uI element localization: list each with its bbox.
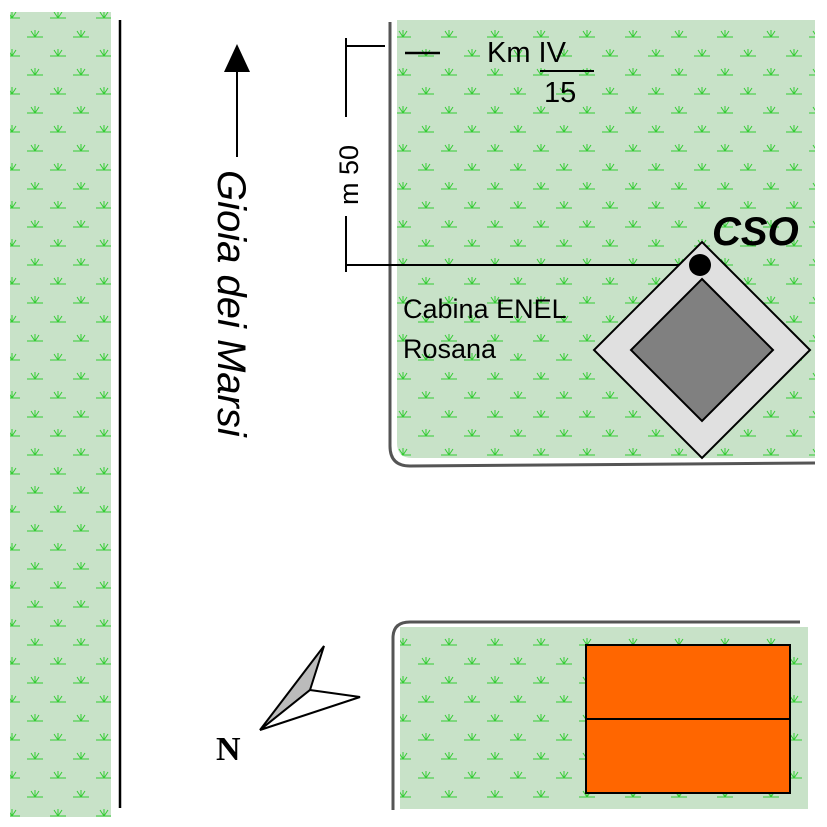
station-code: CSO bbox=[712, 210, 799, 254]
cabin-label-line2: Rosana bbox=[403, 334, 497, 364]
building bbox=[585, 644, 791, 794]
lower-block-border bbox=[391, 620, 800, 810]
upper-block-border bbox=[388, 22, 816, 468]
station-point-icon bbox=[689, 254, 711, 276]
north-label: N bbox=[216, 731, 241, 768]
left-grass-strip bbox=[10, 12, 111, 817]
arrow-up-icon bbox=[224, 44, 250, 157]
distance-label: m 50 bbox=[334, 145, 364, 205]
km-marker-denominator: 15 bbox=[544, 77, 576, 109]
north-arrow-icon bbox=[259, 645, 361, 731]
km-marker-label: Km IV bbox=[487, 37, 567, 69]
street-name: Gioia dei Marsi bbox=[209, 170, 253, 438]
distance-dimension bbox=[345, 38, 700, 272]
enel-cabin bbox=[592, 240, 812, 460]
cabin-label-line1: Cabina ENEL bbox=[403, 294, 567, 324]
